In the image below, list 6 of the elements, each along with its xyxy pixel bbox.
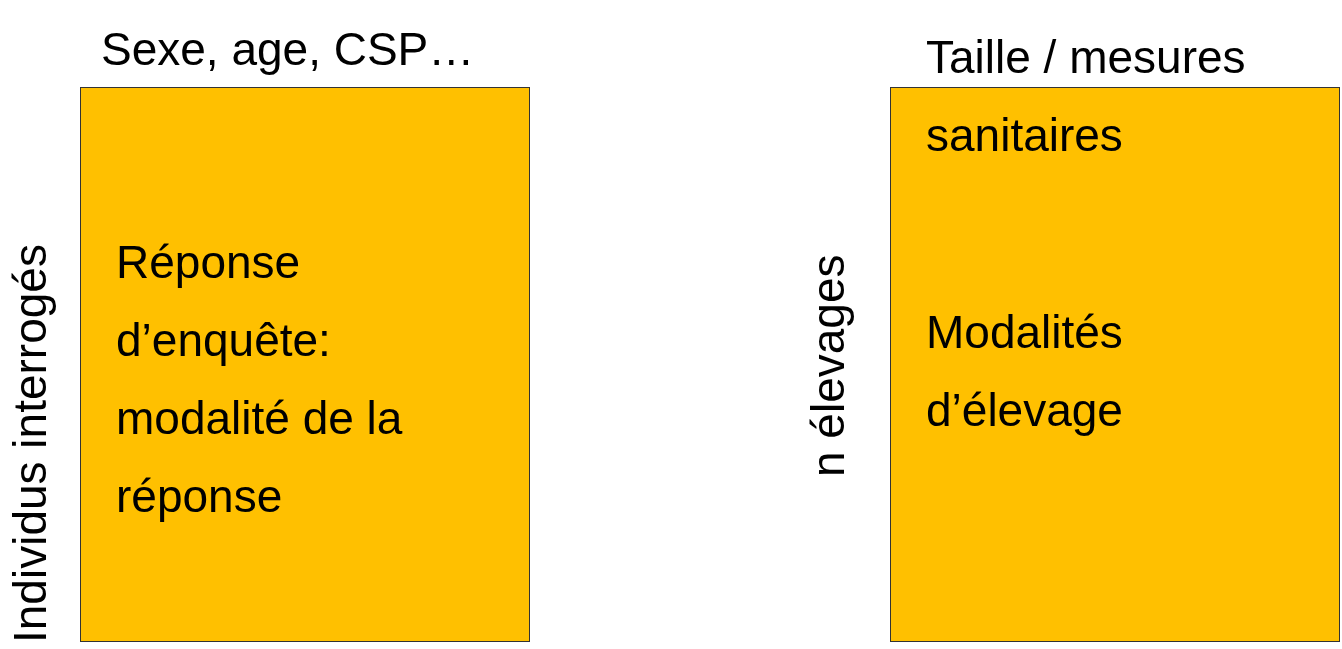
cell-text: Réponse d’enquête: modalité de la réponse [116,235,404,524]
row-heading: n élevages [801,253,855,479]
row-heading: Individus interrogés [3,243,57,643]
column-heading: Sexe, age, CSP… [101,22,476,77]
cell-text: Modalités d’élevage [926,305,1124,438]
column-heading: Taille / mesures sanitaires [926,30,1247,163]
